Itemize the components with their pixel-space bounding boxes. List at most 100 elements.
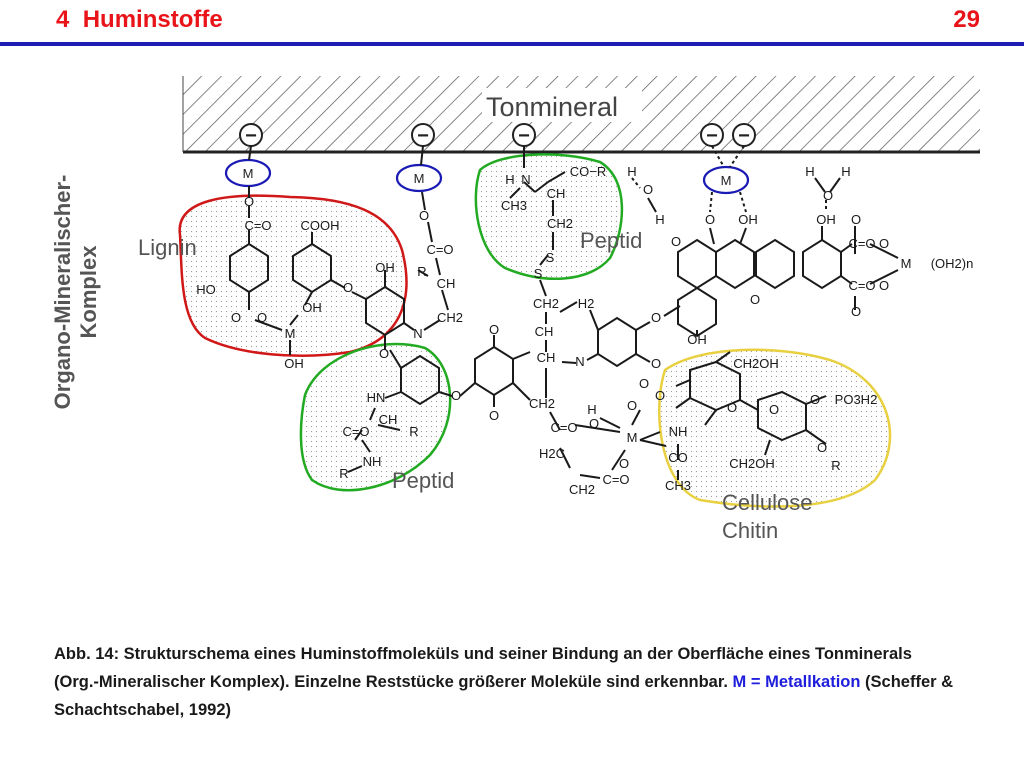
atom-label: S	[546, 250, 555, 265]
caption-source: (Scheffer & Schachtschabel, 1992)	[54, 673, 954, 719]
atom-label: O	[619, 456, 629, 471]
atom-label: O	[810, 392, 820, 407]
atom-label: OH	[687, 332, 707, 347]
slide-number: 29	[953, 6, 980, 33]
atom-label: CH	[379, 412, 398, 427]
region-outlines	[178, 153, 892, 508]
atom-label: O	[639, 376, 649, 391]
figure-caption: Abb. 14: Strukturschema eines Huminstoff…	[54, 640, 954, 724]
atom-label: C=O	[602, 472, 629, 487]
atom-label: O	[750, 292, 760, 307]
atom-label: C=O	[550, 420, 577, 435]
atom-label: O	[589, 416, 599, 431]
title-rule	[0, 42, 1024, 46]
lignin-label: Lignin	[138, 235, 197, 260]
atom-label: O	[379, 346, 389, 361]
atom-label: O	[244, 194, 254, 209]
atom-label: H	[587, 402, 596, 417]
atom-label: CH2OH	[729, 456, 775, 471]
side-label-line1: Organo-Mineralischer-	[50, 175, 75, 410]
atom-label: CH3	[665, 478, 691, 493]
atom-label: CO−R	[570, 164, 606, 179]
atom-label: OH	[284, 356, 304, 371]
metal-symbol: M	[721, 173, 732, 188]
atom-label: C=O	[244, 218, 271, 233]
atom-label: N	[521, 172, 530, 187]
atom-label: O	[489, 322, 499, 337]
atom-label: HN	[367, 390, 386, 405]
atom-label: O	[231, 310, 241, 325]
atom-label: NH	[669, 424, 688, 439]
atom-label: O	[671, 234, 681, 249]
charge-symbol: −	[706, 125, 718, 147]
atom-label: OH	[375, 260, 395, 275]
surface-charges: − − − − −	[239, 123, 756, 147]
atom-label: H	[841, 164, 850, 179]
atom-label: H2	[578, 296, 595, 311]
atom-label: O	[651, 356, 661, 371]
atom-label: CH2	[547, 216, 573, 231]
metal-symbol: M	[627, 430, 638, 445]
atom-label: C=O	[848, 236, 875, 251]
atom-label: O	[769, 402, 779, 417]
cellulose-outline	[658, 348, 892, 508]
chitin-label: Chitin	[722, 518, 778, 543]
atom-label: C=O	[848, 278, 875, 293]
side-label: Organo-Mineralischer- Komplex	[50, 175, 101, 410]
atom-label: COOH	[301, 218, 340, 233]
atom-label: CO	[668, 450, 688, 465]
metal-symbol: M	[901, 256, 912, 271]
slide-title: 4 Huminstoffe	[56, 6, 223, 34]
atom-label: CH2	[437, 310, 463, 325]
surface-label: Tonmineral	[486, 92, 618, 122]
atom-label: O	[879, 278, 889, 293]
lignin-outline	[178, 194, 408, 357]
atom-label: PO3H2	[835, 392, 878, 407]
atom-label: CH2	[533, 296, 559, 311]
atom-label: R	[417, 264, 426, 279]
atom-label: C=O	[426, 242, 453, 257]
atom-label: CH	[535, 324, 554, 339]
metal-symbol: M	[285, 326, 296, 341]
charge-symbol: −	[417, 125, 429, 147]
atom-label: N	[413, 326, 422, 341]
molecular-bonds	[229, 145, 899, 480]
atom-label: O	[851, 304, 861, 319]
atom-label: O	[627, 398, 637, 413]
humic-structure-diagram: Tonmineral − − − − − Organo-Mineralische…	[50, 76, 980, 543]
atom-label: OH	[302, 300, 322, 315]
atom-label: CH3	[501, 198, 527, 213]
chapter-number: 4	[56, 6, 70, 33]
atom-label: O	[343, 280, 353, 295]
atom-label: S	[534, 266, 543, 281]
atom-label: O	[451, 388, 461, 403]
atom-label: O	[257, 310, 267, 325]
clay-mineral-surface: Tonmineral	[182, 76, 980, 154]
peptid-top-outline	[474, 153, 624, 280]
atom-label: O	[655, 388, 665, 403]
charge-symbol: −	[245, 125, 257, 147]
atom-label: NH	[363, 454, 382, 469]
side-label-line2: Komplex	[76, 245, 101, 339]
atom-label: HO	[196, 282, 216, 297]
metal-symbol: M	[414, 171, 425, 186]
atom-label: O	[823, 188, 833, 203]
atom-label: CH	[437, 276, 456, 291]
charge-symbol: −	[738, 125, 750, 147]
atom-label: CH2	[569, 482, 595, 497]
caption-text: Abb. 14: Strukturschema eines Huminstoff…	[54, 645, 912, 691]
atom-label: H	[505, 172, 514, 187]
cellulose-label: Cellulose	[722, 490, 813, 515]
atom-label: N	[575, 354, 584, 369]
atom-label: CH	[547, 186, 566, 201]
charge-symbol: −	[518, 125, 530, 147]
atom-label: (OH2)n	[931, 256, 974, 271]
atom-label: O	[879, 236, 889, 251]
metal-symbol: M	[243, 166, 254, 181]
atom-label: O	[727, 400, 737, 415]
atom-label: R	[339, 466, 348, 481]
atom-label: O	[643, 182, 653, 197]
atom-label: CH2	[529, 396, 555, 411]
peptid-bottom-label: Peptid	[392, 468, 454, 493]
atom-label: CH	[537, 350, 556, 365]
